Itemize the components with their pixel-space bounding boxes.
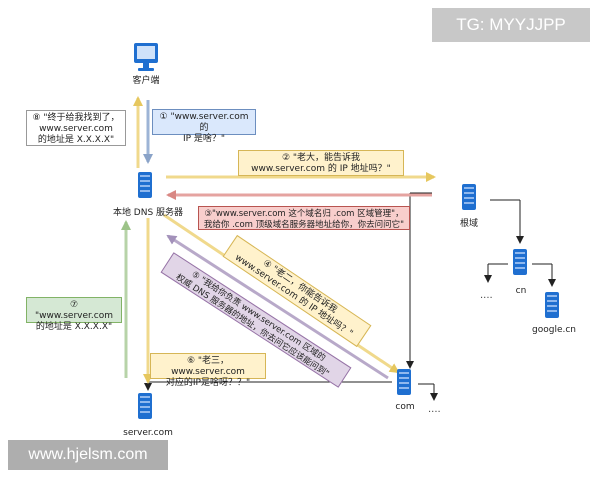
cn-label: cn [515,286,527,296]
server-com-label: server.com [123,428,173,438]
local-dns-server-icon [138,172,152,198]
cn-ellipsis: .... [480,290,493,301]
step-3-note: ③"www.server.com 这个域名归 .com 区域管理"， 我给你 .… [198,206,410,230]
step-2-note: ② "老大，能告诉我 www.server.com 的 IP 地址吗？" [238,150,404,176]
client-label: 客户端 [132,76,160,86]
watermark-bottom: www.hjelsm.com [8,440,168,470]
step-7-note: ⑦ "www.server.com 的地址是 X.X.X.X" [26,297,122,332]
step-8-note: ⑧ "终于给我找到了， www.server.com 的地址是 X.X.X.X" [26,110,126,146]
google-cn-server-icon [545,292,559,318]
com-label: com [395,402,415,412]
arrow-step-5 [166,234,389,380]
root-server-icon [462,184,476,210]
com-server-icon [397,369,411,395]
server-com-icon [138,393,152,419]
watermark-top: TG: MYYJJPP [432,8,590,42]
cn-server-icon [513,249,527,275]
com-ellipsis: .... [428,404,441,415]
step-1-note: ① "www.server.com 的 IP 是啥？" [152,109,256,144]
client-computer-icon [134,43,158,71]
google-cn-label: google.cn [532,325,576,335]
step-6-note: ⑥ "老三，www.server.com 对应的IP是啥呀？？" [150,353,266,388]
root-label: 根域 [459,219,478,229]
local-dns-label: 本地 DNS 服务器 [112,208,184,218]
